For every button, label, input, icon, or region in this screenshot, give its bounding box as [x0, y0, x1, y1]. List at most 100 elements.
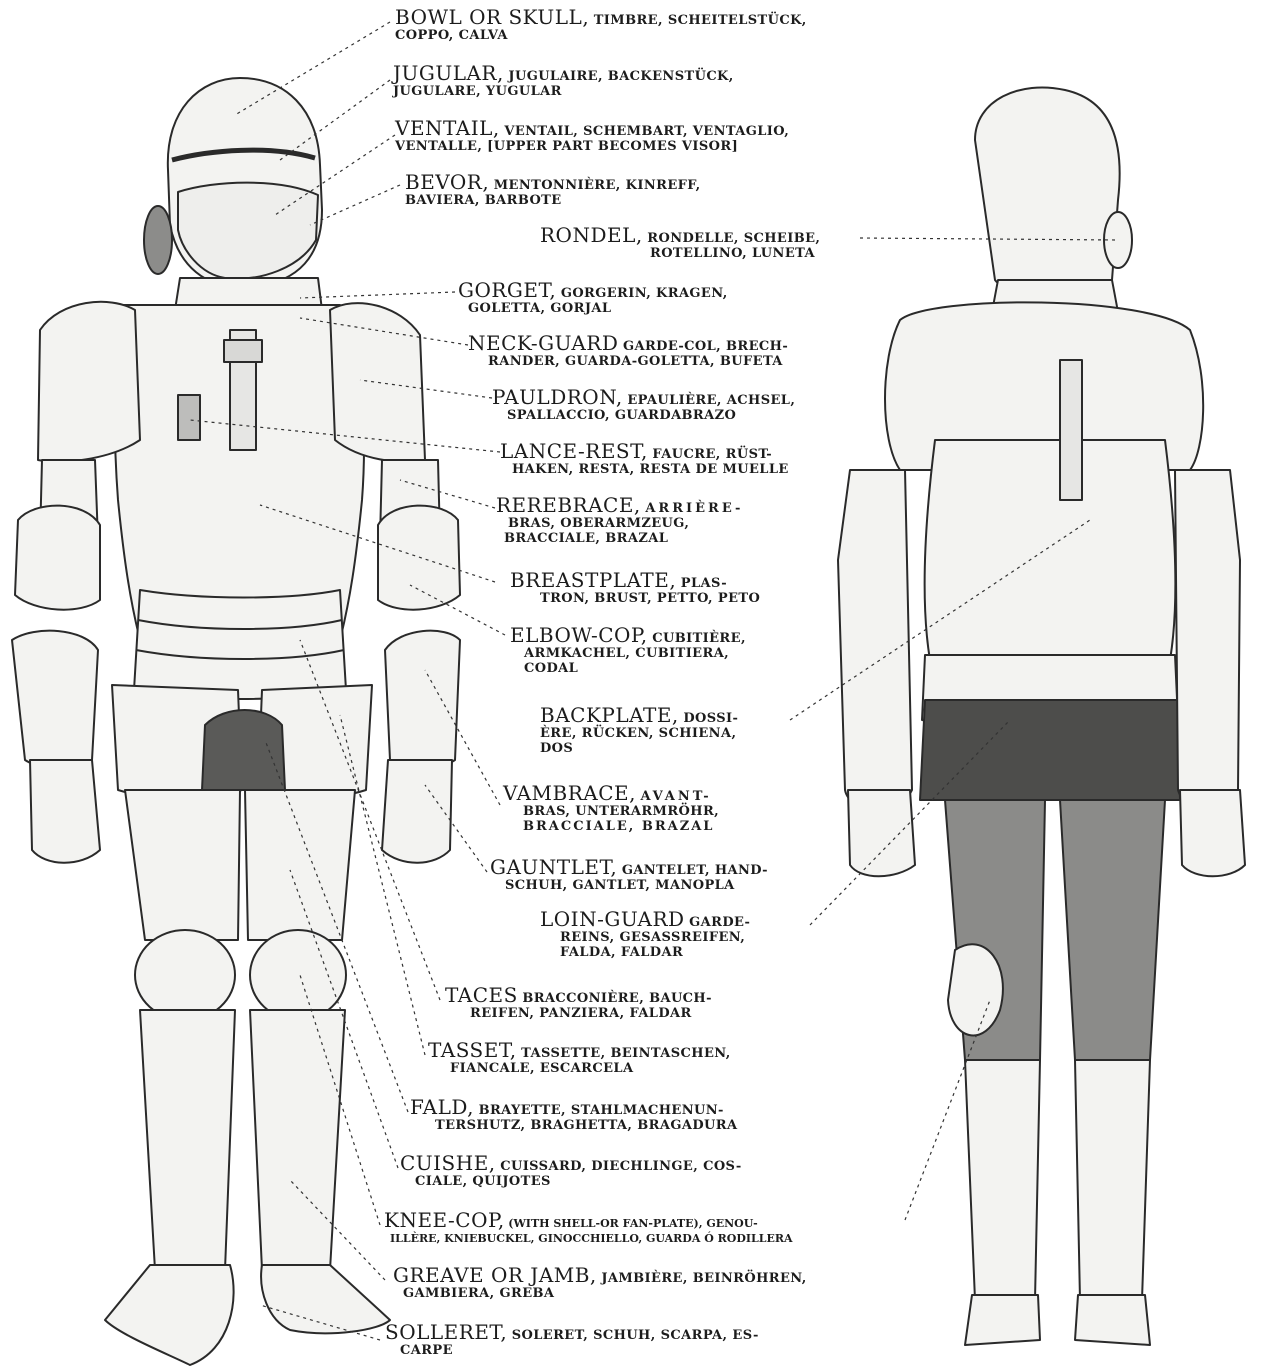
front-rondel — [144, 206, 172, 274]
front-taces — [134, 590, 346, 699]
label-line2: SCHUH, GANTLET, MANOPLA — [490, 878, 768, 893]
label-term: BACKPLATE, — [540, 703, 679, 727]
label-term: LOIN-GUARD — [540, 907, 685, 931]
label-line2: ROTELLINO, LUNETA — [540, 246, 820, 261]
label-line3: BRACCIALE, BRAZAL — [503, 819, 719, 834]
label-line2: GAMBIERA, GREBA — [393, 1286, 807, 1301]
label-rest: GARDE-COL, BRECH- — [623, 339, 788, 354]
back-left-fan-plate — [948, 944, 1003, 1035]
label-line2: HAKEN, RESTA, RESTA DE MUELLE — [500, 462, 789, 477]
label-line2: GOLETTA, GORJAL — [458, 301, 728, 316]
front-mail-skirt — [202, 710, 285, 790]
label-term: VAMBRACE, — [503, 781, 636, 805]
label-rest: GORGERIN, KRAGEN, — [561, 286, 728, 301]
back-mail-skirt — [920, 700, 1180, 800]
label-rest: VENTAIL, SCHEMBART, VENTAGLIO, — [504, 124, 789, 139]
label-rest: JUGULAIRE, BACKENSTÜCK, — [508, 69, 733, 84]
label-loin-guard: LOIN-GUARD GARDE- REINS, GESASSREIFEN, F… — [540, 912, 750, 960]
label-term: BREASTPLATE, — [510, 568, 676, 592]
label-fald: FALD, BRAYETTE, STAHLMACHENUN- TERSHUTZ,… — [410, 1100, 737, 1133]
label-line2: CIALE, QUIJOTES — [400, 1174, 742, 1189]
front-right-gauntlet — [382, 760, 452, 863]
label-rest: PLAS- — [681, 576, 727, 591]
front-left-vambrace — [12, 631, 98, 768]
label-line2: VENTALLE, [UPPER PART BECOMES VISOR] — [395, 139, 789, 154]
front-left-solleret — [105, 1265, 234, 1365]
label-line3: BRACCIALE, BRAZAL — [496, 531, 743, 546]
label-term: PAULDRON, — [492, 385, 623, 409]
label-rest: AVANT- — [641, 789, 712, 804]
back-right-solleret — [1075, 1295, 1150, 1345]
back-rondel — [1104, 212, 1132, 268]
label-gorget: GORGET, GORGERIN, KRAGEN, GOLETTA, GORJA… — [458, 283, 728, 316]
label-rest: FAUCRE, RÜST- — [652, 447, 772, 462]
label-term: NECK-GUARD — [468, 331, 618, 355]
label-line2: CARPE — [385, 1343, 759, 1358]
label-rest: SOLERET, SCHUH, SCARPA, ES- — [512, 1328, 759, 1343]
label-line3: FALDA, FALDAR — [540, 945, 750, 960]
back-right-greave — [1075, 1060, 1150, 1300]
front-left-knee-cop — [135, 930, 235, 1020]
back-left-hand — [848, 790, 915, 876]
label-line3: DOS — [540, 741, 738, 756]
front-right-solleret — [261, 1265, 390, 1333]
label-line2: REIFEN, PANZIERA, FALDAR — [445, 1006, 712, 1021]
label-rerebrace: REREBRACE, ARRIÈRE- BRAS, OBERARMZEUG, B… — [496, 498, 743, 546]
back-right-hand — [1180, 790, 1245, 876]
label-lance-rest: LANCE-REST, FAUCRE, RÜST- HAKEN, RESTA, … — [500, 444, 789, 477]
label-line2: ILLÈRE, KNIEBUCKEL, GINOCCHIELLO, GUARDA… — [384, 1231, 793, 1246]
label-line2: BRAS, UNTERARMRÖHR, — [503, 804, 719, 819]
label-elbow-cop: ELBOW-COP, CUBITIÈRE, ARMKACHEL, CUBITIE… — [510, 628, 746, 676]
label-line2: ÈRE, RÜCKEN, SCHIENA, — [540, 726, 738, 741]
label-line2: COPPO, CALVA — [395, 28, 807, 43]
label-rest: TASSETTE, BEINTASCHEN, — [521, 1046, 731, 1061]
back-helmet — [975, 87, 1120, 295]
label-rest: GANTELET, HAND- — [622, 863, 768, 878]
front-left-cuishe — [125, 790, 240, 940]
front-left-gauntlet — [30, 760, 100, 863]
label-tasset: TASSET, TASSETTE, BEINTASCHEN, FIANCALE,… — [428, 1043, 731, 1076]
front-right-pauldron — [330, 303, 425, 462]
back-backplate — [925, 440, 1176, 660]
label-term: BOWL OR SKULL, — [395, 5, 589, 29]
label-line2: FIANCALE, ESCARCELA — [428, 1061, 731, 1076]
label-rest: BRAYETTE, STAHLMACHENUN- — [479, 1103, 724, 1118]
label-line2: TERSHUTZ, BRAGHETTA, BRAGADURA — [410, 1118, 737, 1133]
label-term: CUISHE, — [400, 1151, 496, 1175]
label-bevor: BEVOR, MENTONNIÈRE, KINREFF, BAVIERA, BA… — [405, 175, 701, 208]
label-ventail: VENTAIL, VENTAIL, SCHEMBART, VENTAGLIO, … — [395, 121, 789, 154]
label-line2: REINS, GESASSREIFEN, — [540, 930, 750, 945]
back-left-arm — [838, 470, 912, 809]
label-rest: JAMBIÈRE, BEINRÖHREN, — [601, 1271, 806, 1286]
front-right-greave — [250, 1010, 345, 1270]
label-line2: ARMKACHEL, CUBITIERA, — [510, 646, 746, 661]
label-cuishe: CUISHE, CUISSARD, DIECHLINGE, COS- CIALE… — [400, 1156, 742, 1189]
front-lance-rest — [178, 395, 200, 440]
label-backplate: BACKPLATE, DOSSI- ÈRE, RÜCKEN, SCHIENA, … — [540, 708, 738, 756]
label-vambrace: VAMBRACE, AVANT- BRAS, UNTERARMRÖHR, BRA… — [503, 786, 719, 834]
back-right-leg — [1060, 800, 1165, 1060]
label-term: SOLLERET, — [385, 1320, 507, 1344]
back-neck-strap — [1060, 360, 1082, 500]
front-left-greave — [140, 1010, 235, 1270]
label-rest: CUISSARD, DIECHLINGE, COS- — [500, 1159, 741, 1174]
label-knee-cop: KNEE-COP, (WITH SHELL-OR FAN-PLATE), GEN… — [384, 1213, 793, 1246]
back-left-solleret — [965, 1295, 1040, 1345]
label-neck-guard: NECK-GUARD GARDE-COL, BRECH- RANDER, GUA… — [468, 336, 788, 369]
front-right-cuishe — [245, 790, 355, 940]
label-pauldron: PAULDRON, EPAULIÈRE, ACHSEL, SPALLACCIO,… — [492, 390, 795, 423]
label-rondel: RONDEL, RONDELLE, SCHEIBE, ROTELLINO, LU… — [540, 228, 820, 261]
label-taces: TACES BRACCONIÈRE, BAUCH- REIFEN, PANZIE… — [445, 988, 712, 1021]
label-term: BEVOR, — [405, 170, 489, 194]
label-term: REREBRACE, — [496, 493, 641, 517]
label-term: KNEE-COP, — [384, 1208, 505, 1232]
front-left-elbow — [15, 506, 100, 610]
label-solleret: SOLLERET, SOLERET, SCHUH, SCARPA, ES- CA… — [385, 1325, 759, 1358]
label-rest: GARDE- — [689, 915, 750, 930]
label-rest: MENTONNIÈRE, KINREFF, — [494, 178, 701, 193]
label-term: TASSET, — [428, 1038, 517, 1062]
front-right-vambrace — [385, 631, 460, 768]
front-armor-figure — [12, 78, 460, 1365]
front-right-knee-cop — [250, 930, 346, 1020]
back-right-arm — [1175, 470, 1240, 809]
